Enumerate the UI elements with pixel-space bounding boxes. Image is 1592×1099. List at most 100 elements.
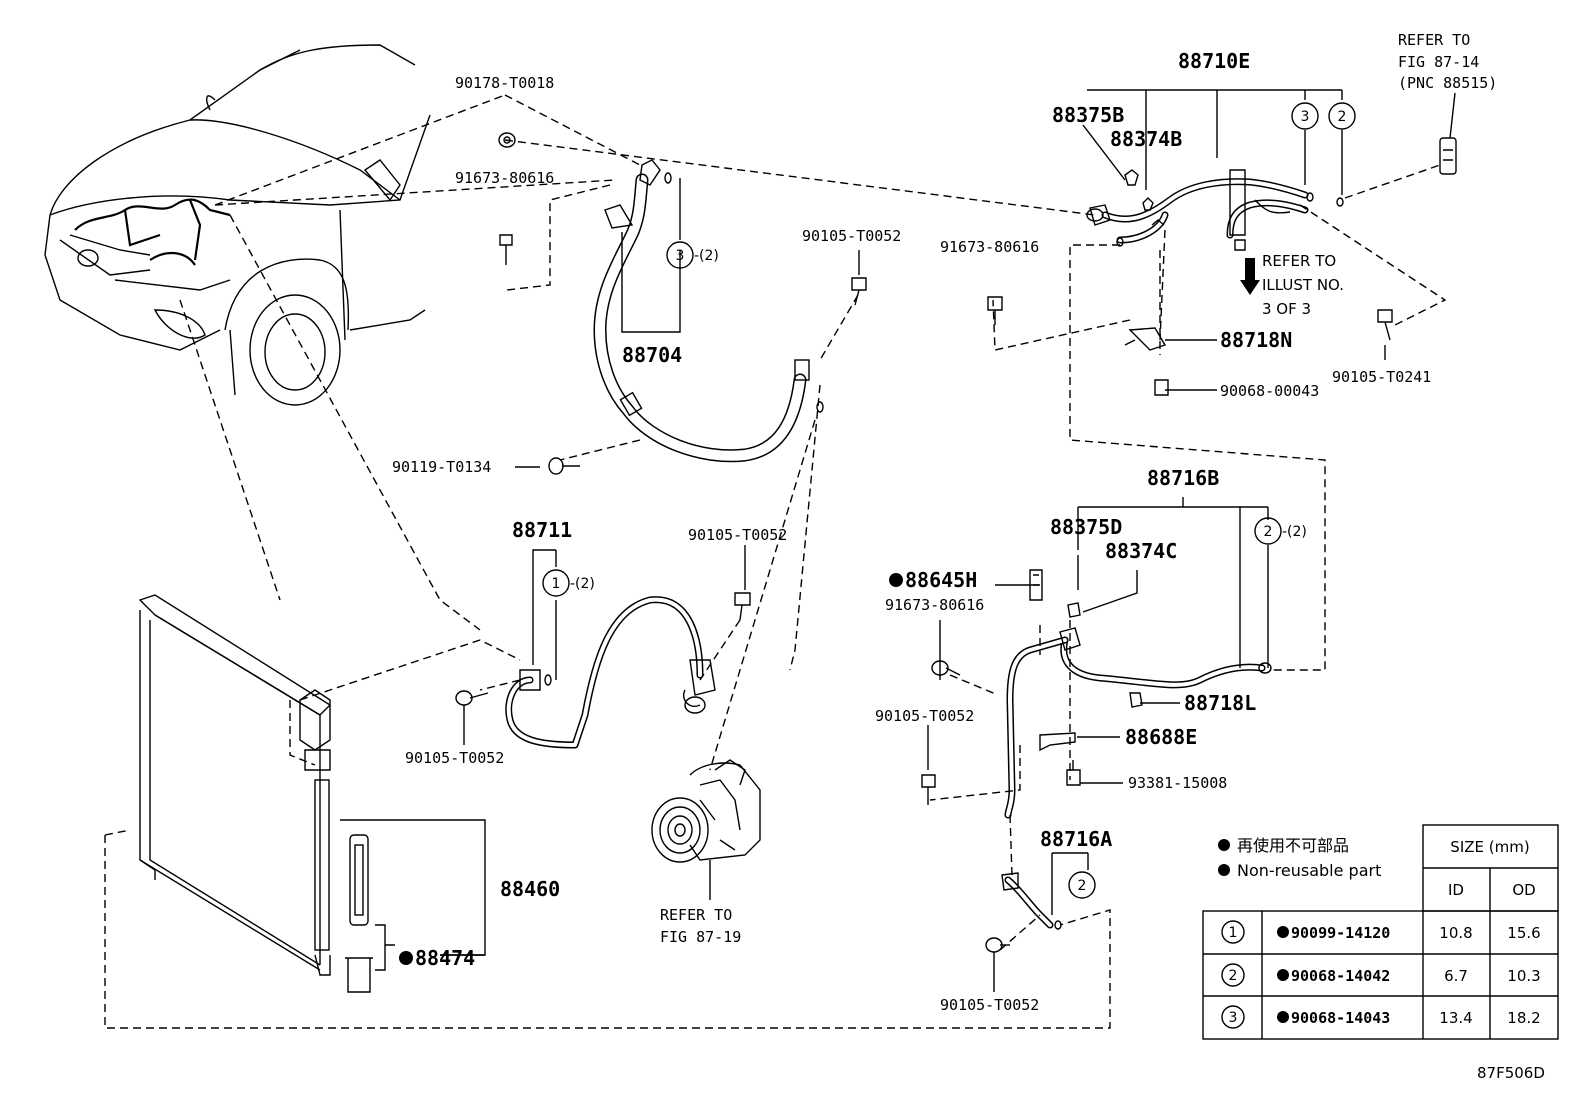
svg-text:15.6: 15.6 (1507, 924, 1540, 942)
label-88716A: 88716A (1040, 827, 1112, 851)
svg-text:6.7: 6.7 (1444, 967, 1468, 985)
callout-3-88704: 3 -(2) (666, 241, 719, 269)
non-reusable-dot-icon (889, 573, 903, 587)
svg-text:-(2): -(2) (570, 576, 595, 592)
label-88718N: 88718N (1220, 328, 1292, 352)
size-table-title: SIZE (mm) (1450, 838, 1529, 856)
legend: 再使用不可部品 Non-reusable part (1218, 836, 1381, 880)
bolt-icon (987, 296, 1003, 325)
svg-text:90068-14042: 90068-14042 (1291, 967, 1390, 985)
bolt-icon (499, 234, 513, 265)
vehicle-illustration (44, 44, 616, 631)
label-91673-80616: 91673-80616 (455, 169, 554, 187)
label-90105-T0052: 90105-T0052 (405, 749, 504, 767)
label-93381-15008: 93381-15008 (1128, 774, 1227, 792)
condenser-88460 (104, 594, 1111, 1029)
bracket-88718N (1124, 327, 1167, 351)
label-88704: 88704 (622, 343, 682, 367)
bolt-icon (851, 277, 867, 306)
label-90105-T0052: 90105-T0052 (802, 227, 901, 245)
label-refer-fig-87-14: REFER TO (1398, 31, 1470, 49)
bolt-icon (455, 690, 489, 706)
label-refer-illust-no: ILLUST NO. (1262, 276, 1344, 294)
liquid-tube-88716B (929, 602, 1272, 951)
svg-text:3: 3 (1301, 109, 1310, 125)
bolt-icon (1154, 379, 1169, 396)
non-reusable-dot-icon (1218, 864, 1230, 876)
arrow-down-icon (1240, 258, 1260, 295)
leader-lines (463, 89, 1456, 992)
bolt-icon (985, 937, 1010, 953)
label-88645H: 88645H (905, 568, 977, 592)
non-reusable-dot-icon (1218, 839, 1230, 851)
table-row: 3 90068-14043 13.4 18.2 (1221, 1005, 1541, 1029)
bolt-icon (1377, 309, 1393, 341)
svg-text:3: 3 (1229, 1010, 1238, 1026)
svg-text:10.8: 10.8 (1439, 924, 1472, 942)
label-88711: 88711 (512, 518, 572, 542)
svg-text:18.2: 18.2 (1507, 1009, 1540, 1027)
legend-jp: 再使用不可部品 (1237, 836, 1349, 855)
bolt-icon (921, 774, 936, 805)
label-refer-pnc: (PNC 88515) (1398, 74, 1497, 92)
bolt-icon (1066, 760, 1081, 786)
label-88718L: 88718L (1184, 691, 1256, 715)
bolt-icon (548, 457, 580, 475)
label-88688E: 88688E (1125, 725, 1197, 749)
suction-hose-88711 (299, 596, 741, 749)
label-90178-T0018: 90178-T0018 (455, 74, 554, 92)
bolt-icon (734, 592, 751, 621)
svg-text:1: 1 (1229, 925, 1238, 941)
callout-2-88716A: 2 (1068, 871, 1096, 899)
label-90105-T0241: 90105-T0241 (1332, 368, 1431, 386)
svg-text:90099-14120: 90099-14120 (1291, 924, 1390, 942)
bolt-icon (931, 660, 961, 676)
svg-text:2: 2 (1338, 109, 1347, 125)
label-88375D: 88375D (1050, 515, 1122, 539)
table-row: 1 90099-14120 10.8 15.6 (1221, 920, 1541, 944)
size-table-col-id: ID (1448, 881, 1464, 899)
non-reusable-dot-icon (399, 951, 413, 965)
callout-2-88710E: 2 (1328, 102, 1356, 130)
label-88374B: 88374B (1110, 127, 1182, 151)
label-refer-fig-87-14-num: FIG 87-14 (1398, 53, 1479, 71)
svg-text:90068-14043: 90068-14043 (1291, 1009, 1390, 1027)
label-90119-T0134: 90119-T0134 (392, 458, 491, 476)
label-88460: 88460 (500, 877, 560, 901)
label-91673-80616: 91673-80616 (885, 596, 984, 614)
callout-3-88710E: 3 (1291, 102, 1319, 130)
non-reusable-dot-icon (1277, 969, 1289, 981)
discharge-hose-88704 (504, 94, 859, 771)
part-labels: 90178-T0018 91673-80616 88704 90105-T005… (392, 31, 1545, 1082)
size-table-col-od: OD (1512, 881, 1535, 899)
svg-text:2: 2 (1229, 968, 1238, 984)
svg-text:13.4: 13.4 (1439, 1009, 1472, 1027)
non-reusable-dot-icon (1277, 1011, 1289, 1023)
non-reusable-dot-icon (1277, 926, 1289, 938)
label-refer-illust: REFER TO (1262, 252, 1336, 270)
label-90105-T0052: 90105-T0052 (875, 707, 974, 725)
size-table: SIZE (mm) ID OD 1 90099-14120 10.8 15.6 … (1202, 824, 1559, 1040)
svg-text:-(2): -(2) (694, 248, 719, 264)
label-91673-80616: 91673-80616 (940, 238, 1039, 256)
label-refer-illust-page: 3 OF 3 (1262, 300, 1311, 318)
compressor (651, 759, 761, 900)
table-row: 2 90068-14042 6.7 10.3 (1221, 963, 1541, 987)
svg-text:2: 2 (1078, 878, 1087, 894)
pressure-switch-icon (1439, 137, 1457, 175)
callout-1-88711: 1 -(2) (542, 569, 595, 597)
label-88474: 88474 (415, 946, 475, 970)
svg-text:3: 3 (676, 248, 685, 264)
liquid-tube-88710E (504, 139, 1447, 671)
label-90105-T0052: 90105-T0052 (688, 526, 787, 544)
label-88710E: 88710E (1178, 49, 1250, 73)
callout-2-88716B: 2 -(2) (1254, 517, 1307, 545)
svg-text:1: 1 (552, 576, 561, 592)
label-88716B: 88716B (1147, 466, 1219, 490)
legend-en: Non-reusable part (1237, 861, 1381, 880)
label-90068-00043: 90068-00043 (1220, 382, 1319, 400)
svg-text:2: 2 (1264, 524, 1273, 540)
label-refer-fig-87-19-num: FIG 87-19 (660, 928, 741, 946)
label-88374C: 88374C (1105, 539, 1177, 563)
